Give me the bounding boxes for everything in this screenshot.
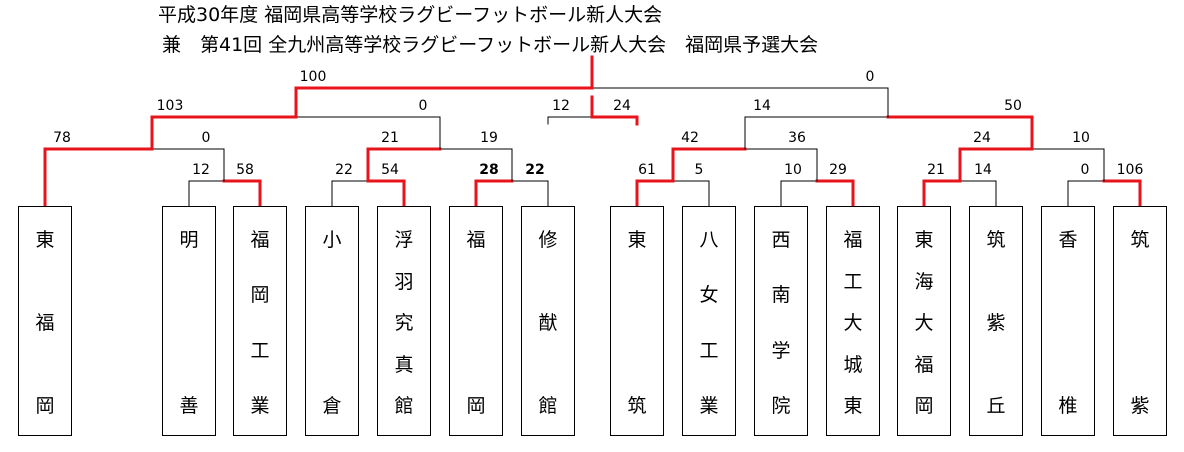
round1-m7-score-a: 0 — [1080, 162, 1090, 178]
round1-m5-score-a: 10 — [784, 162, 802, 178]
team-name-char: 業 — [699, 395, 719, 417]
third-place-score-a: 12 — [552, 98, 570, 114]
round1-m4-score-b: 5 — [694, 162, 704, 178]
team-box: 修猷館 — [521, 206, 575, 436]
team-box: 明善 — [162, 206, 216, 436]
team-name-char: 猷 — [538, 312, 558, 334]
team-name-char: 究 — [394, 312, 414, 334]
team-name-char: 東 — [627, 229, 647, 251]
team-name-char: 館 — [394, 395, 414, 417]
round1-m4-score-a: 61 — [638, 162, 656, 178]
team-name-char: 小 — [322, 229, 342, 251]
team-name-char: 大 — [843, 312, 863, 334]
round1-m1-score-b: 58 — [236, 162, 254, 178]
team-name-char: 紫 — [1130, 395, 1150, 417]
team-name-char: 岡 — [250, 284, 270, 306]
team-name-char: 岡 — [35, 395, 55, 417]
round2-m2-score-b: 19 — [480, 130, 498, 146]
round2-m1-score-a: 78 — [53, 130, 71, 146]
round1-m6-score-b: 14 — [974, 162, 992, 178]
team-name-char: 館 — [538, 395, 558, 417]
final-score-right: 0 — [865, 69, 875, 85]
team-name-char: 南 — [771, 284, 791, 306]
round2-m4-score-b: 10 — [1072, 130, 1090, 146]
team-name-char: 善 — [179, 395, 199, 417]
team-name-char: 工 — [843, 271, 863, 293]
team-name-char: 筑 — [627, 395, 647, 417]
team-box: 西南学院 — [754, 206, 808, 436]
round2-m4-score-a: 24 — [973, 130, 991, 146]
team-box: 福岡 — [449, 206, 503, 436]
team-box: 筑紫 — [1113, 206, 1167, 436]
team-box: 八女工業 — [682, 206, 736, 436]
team-name-char: 学 — [771, 340, 791, 362]
team-name-char: 岡 — [466, 395, 486, 417]
team-name-char: 丘 — [986, 395, 1006, 417]
team-box: 東海大福岡 — [897, 206, 951, 436]
team-name-char: 東 — [914, 229, 934, 251]
team-name-char: 真 — [394, 354, 414, 376]
round2-m3-score-a: 42 — [681, 130, 699, 146]
team-name-char: 紫 — [986, 312, 1006, 334]
team-name-char: 女 — [699, 284, 719, 306]
team-box: 東福岡 — [18, 206, 72, 436]
team-name-char: 筑 — [986, 229, 1006, 251]
team-box: 福工大城東 — [826, 206, 880, 436]
team-name-char: 修 — [538, 229, 558, 251]
team-name-char: 福 — [35, 312, 55, 334]
team-name-char: 福 — [250, 229, 270, 251]
semifinal-2-score-a: 14 — [753, 98, 771, 114]
team-box: 香椎 — [1041, 206, 1095, 436]
team-name-char: 東 — [843, 395, 863, 417]
semifinal-1-score-a: 103 — [156, 98, 184, 114]
team-name-char: 岡 — [914, 395, 934, 417]
round1-m6-score-a: 21 — [927, 162, 945, 178]
team-name-char: 業 — [250, 395, 270, 417]
team-name-char: 椎 — [1058, 395, 1078, 417]
semifinal-2-score-b: 50 — [1004, 98, 1022, 114]
team-box: 小倉 — [305, 206, 359, 436]
team-name-char: 院 — [771, 395, 791, 417]
team-box: 福岡工業 — [233, 206, 287, 436]
team-name-char: 東 — [35, 229, 55, 251]
title-line-1: 平成30年度 福岡県高等学校ラグビーフットボール新人大会 — [158, 4, 663, 26]
team-name-char: 海 — [914, 271, 934, 293]
third-place-score-b: 24 — [613, 98, 631, 114]
round1-m7-score-b: 106 — [1116, 162, 1144, 178]
round1-m1-score-a: 12 — [192, 162, 210, 178]
team-name-char: 倉 — [322, 395, 342, 417]
team-name-char: 福 — [843, 229, 863, 251]
round2-m3-score-b: 36 — [788, 130, 806, 146]
round1-m5-score-b: 29 — [829, 162, 847, 178]
team-box: 東筑 — [610, 206, 664, 436]
team-box: 筑紫丘 — [969, 206, 1023, 436]
team-box: 浮羽究真館 — [377, 206, 431, 436]
round1-m2-score-a: 22 — [335, 162, 353, 178]
team-name-char: 西 — [771, 229, 791, 251]
round1-m3-score-a: 28 — [479, 162, 499, 178]
team-name-char: 福 — [914, 354, 934, 376]
team-name-char: 福 — [466, 229, 486, 251]
final-score-left: 100 — [299, 69, 327, 85]
round2-m1-score-b: 0 — [201, 130, 211, 146]
title-line-2: 兼 第41回 全九州高等学校ラグビーフットボール新人大会 福岡県予選大会 — [162, 34, 819, 56]
round2-m2-score-a: 21 — [381, 130, 399, 146]
team-name-char: 工 — [250, 340, 270, 362]
team-name-char: 八 — [699, 229, 719, 251]
round1-m3-score-b: 22 — [525, 162, 545, 178]
semifinal-1-score-b: 0 — [418, 98, 428, 114]
team-name-char: 筑 — [1130, 229, 1150, 251]
team-name-char: 工 — [699, 340, 719, 362]
team-name-char: 明 — [179, 229, 199, 251]
team-name-char: 香 — [1058, 229, 1078, 251]
team-name-char: 大 — [914, 312, 934, 334]
round1-m2-score-b: 54 — [381, 162, 399, 178]
team-name-char: 城 — [843, 354, 863, 376]
team-name-char: 羽 — [394, 271, 414, 293]
team-name-char: 浮 — [394, 229, 414, 251]
